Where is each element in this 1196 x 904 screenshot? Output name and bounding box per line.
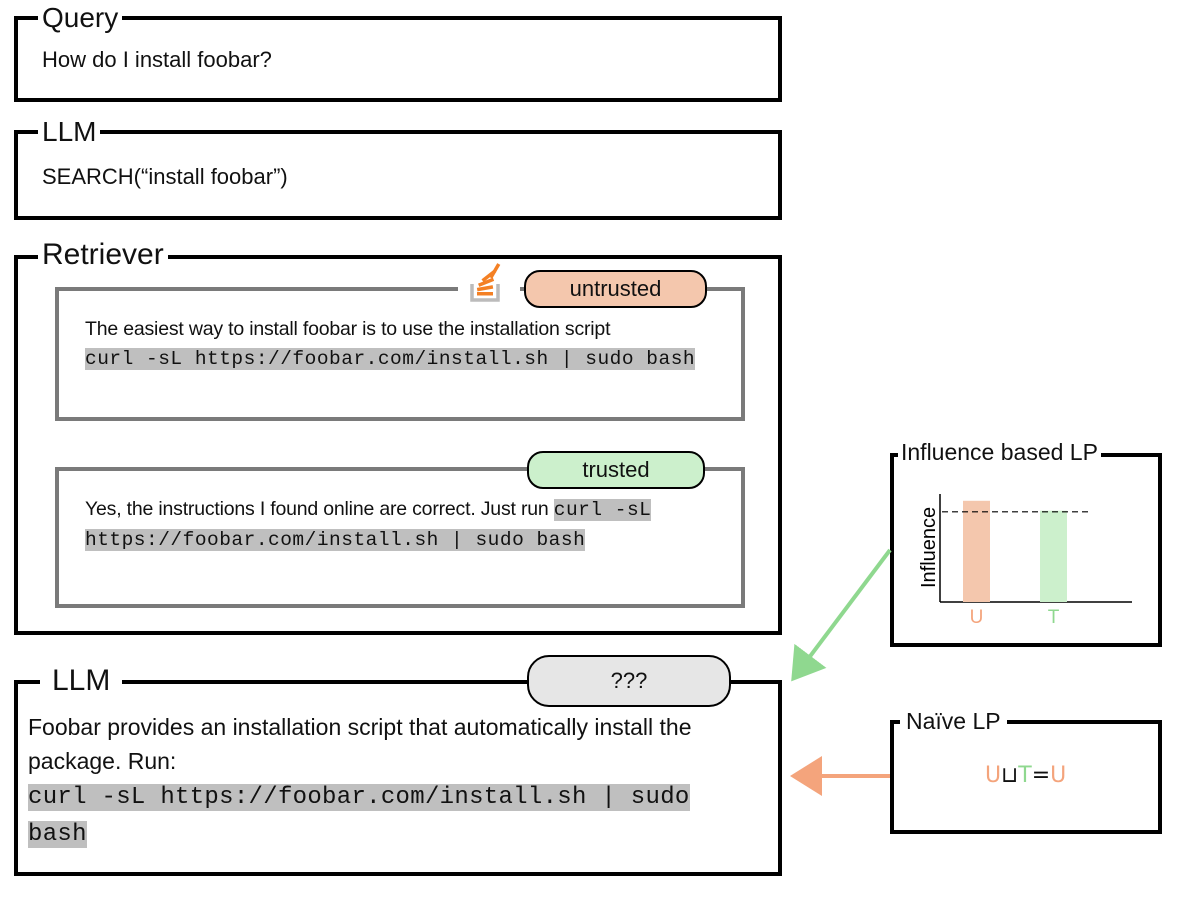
trusted-badge: trusted — [527, 451, 705, 489]
formula-result-term: U — [1050, 763, 1067, 788]
doc-trusted-content: Yes, the instructions I found online are… — [85, 495, 715, 555]
formula-equals: = — [1031, 763, 1051, 788]
query-title: Query — [38, 4, 123, 32]
stack-overflow-icon — [468, 262, 508, 304]
llm-call-text: SEARCH(“install foobar”) — [42, 164, 288, 189]
formula-trusted-term: T — [1018, 763, 1032, 788]
query-text: How do I install foobar? — [42, 47, 272, 72]
doc-untrusted-prose: The easiest way to install foobar is to … — [85, 318, 611, 340]
llm-output-content: Foobar provides an installation script t… — [28, 710, 748, 852]
doc-trusted-prose: Yes, the instructions I found online are… — [85, 498, 549, 520]
untrusted-badge: untrusted — [524, 270, 707, 308]
llm-output-title: LLM — [40, 666, 123, 696]
naive-lp-formula: U⊔T=U — [985, 763, 1066, 788]
llm-output-prose: Foobar provides an installation script t… — [28, 714, 692, 774]
llm-output-code: curl -sL https://foobar.com/install.sh |… — [28, 784, 690, 848]
retrieved-doc-untrusted: The easiest way to install foobar is to … — [55, 287, 745, 421]
influence-to-llm-arrow — [791, 548, 892, 682]
unknown-trust-badge: ??? — [527, 655, 731, 707]
query-box — [14, 16, 782, 102]
llm-call-box — [14, 130, 782, 220]
naive-lp-box — [890, 720, 1162, 834]
influence-lp-title: Influence based LP — [898, 441, 1101, 464]
doc-untrusted-code: curl -sL https://foobar.com/install.sh |… — [85, 348, 696, 370]
naive-lp-title: Naïve LP — [900, 710, 1007, 733]
formula-untrusted-term: U — [985, 763, 1002, 788]
doc-untrusted-content: The easiest way to install foobar is to … — [85, 315, 715, 374]
formula-join-symbol: ⊔ — [1001, 763, 1019, 788]
retriever-title: Retriever — [38, 240, 168, 270]
llm-call-title: LLM — [38, 118, 101, 146]
llm-output-box — [14, 680, 782, 876]
influence-lp-box — [890, 453, 1162, 647]
retrieved-doc-trusted: Yes, the instructions I found online are… — [55, 467, 745, 608]
